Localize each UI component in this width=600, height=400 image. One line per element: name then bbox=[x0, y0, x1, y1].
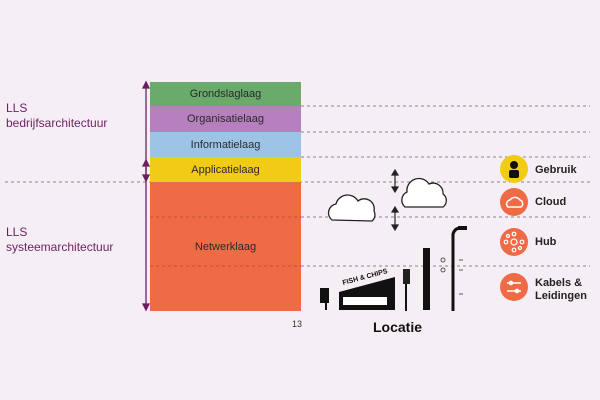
label-bedrijfsarchitectuur: LLS bedrijfsarchitectuur bbox=[6, 101, 107, 131]
cloud-legend-icon bbox=[500, 188, 528, 216]
cables-legend-icon bbox=[500, 273, 528, 301]
legend-gebruik: Gebruik bbox=[535, 164, 577, 177]
layer-organisatielaag: Organisatielaag bbox=[150, 106, 301, 132]
legend-kabels: Kabels & Leidingen bbox=[535, 277, 595, 303]
legend-hub: Hub bbox=[535, 236, 556, 249]
layer-informatielaag: Informatielaag bbox=[150, 132, 301, 157]
label-systeemarchitectuur: LLS systeemarchitectuur bbox=[6, 225, 113, 255]
hub-legend-icon bbox=[500, 228, 528, 256]
layer-grondslaglaag: Grondslaglaag bbox=[150, 82, 301, 106]
netwerk-inner-lines bbox=[150, 182, 301, 311]
page-number: 13 bbox=[292, 319, 302, 329]
layer-applicatielaag: Applicatielaag bbox=[150, 157, 301, 182]
gebruik-legend-icon bbox=[500, 155, 528, 183]
location-label: Locatie bbox=[373, 319, 422, 335]
location-scene bbox=[315, 222, 475, 314]
legend-cloud: Cloud bbox=[535, 196, 566, 209]
